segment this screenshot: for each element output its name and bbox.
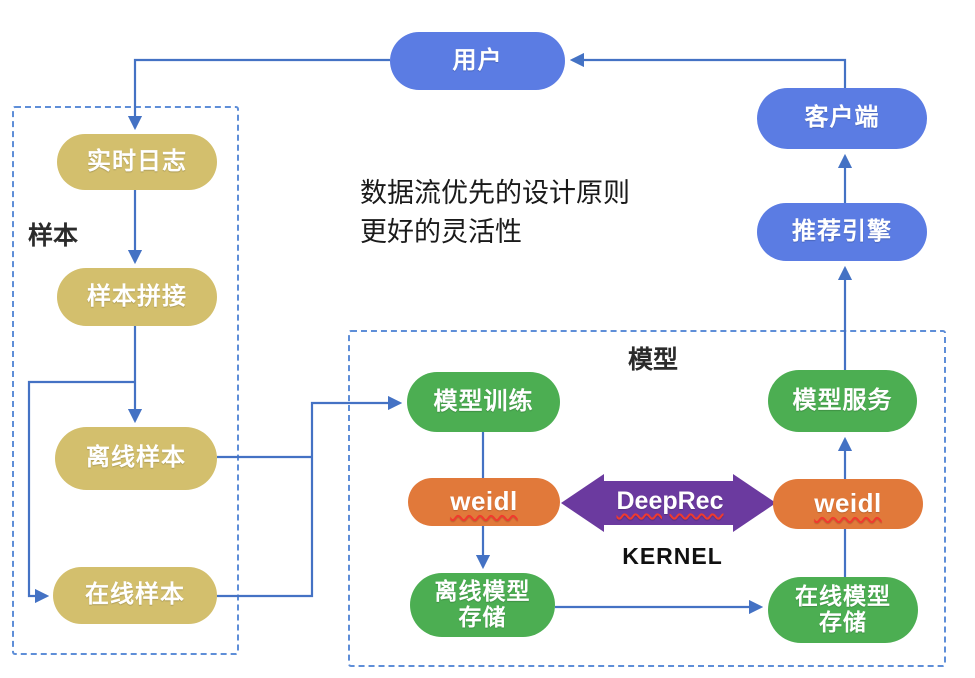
sample-group-label: 样本 xyxy=(28,222,79,250)
node-online-sample: 在线样本 xyxy=(53,567,217,624)
node-recommendation-engine: 推荐引擎 xyxy=(757,203,927,261)
node-realtime-log: 实时日志 xyxy=(57,134,217,190)
deeprec-label: DeepRec xyxy=(600,487,740,516)
weidl-right-label: weidl xyxy=(814,488,882,519)
node-model-training: 模型训练 xyxy=(407,372,560,432)
node-model-serving: 模型服务 xyxy=(768,370,917,432)
kernel-label: KERNEL xyxy=(622,543,723,569)
node-online-model-store: 在线模型 存储 xyxy=(768,577,918,643)
sample-group-box xyxy=(12,106,239,655)
annotation-line1: 数据流优先的设计原则 xyxy=(360,178,630,208)
model-group-label: 模型 xyxy=(628,346,679,374)
node-user: 用户 xyxy=(390,32,565,90)
deeprec-text: DeepRec xyxy=(616,487,724,515)
annotation-text: 数据流优先的设计原则 更好的灵活性 xyxy=(360,174,630,252)
node-weidl-left: weidl xyxy=(408,478,560,526)
node-offline-model-store: 离线模型 存储 xyxy=(410,573,555,637)
annotation-line2: 更好的灵活性 xyxy=(360,217,522,247)
node-offline-sample: 离线样本 xyxy=(55,427,217,490)
node-sample-join: 样本拼接 xyxy=(57,268,217,326)
deeprec-arrow xyxy=(561,474,776,532)
model-group-box xyxy=(348,330,946,667)
weidl-left-label: weidl xyxy=(450,486,518,517)
node-client: 客户端 xyxy=(757,88,927,149)
node-weidl-right: weidl xyxy=(773,479,923,529)
